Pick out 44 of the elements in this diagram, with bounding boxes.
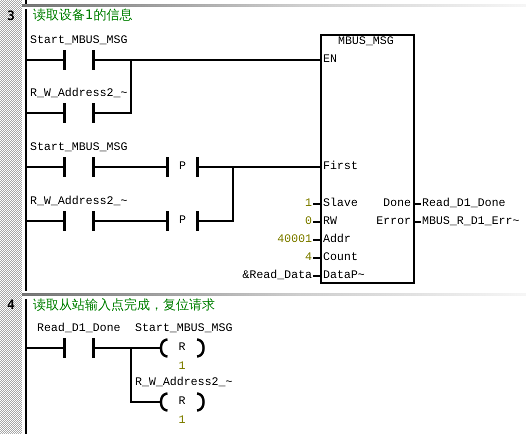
- reset-count: 1: [178, 414, 186, 428]
- wire: [27, 112, 30, 114]
- parameter-value: 1: [305, 197, 312, 211]
- coil-type-label: R: [178, 395, 186, 409]
- output-operand: MBUS_R_D1_Err~: [422, 215, 520, 229]
- pin-label: Done: [383, 197, 411, 211]
- pin-label: Addr: [323, 233, 351, 247]
- reset-count: 1: [178, 360, 186, 374]
- transition-label: P: [179, 214, 186, 228]
- network-comment: 读取设备1的信息: [33, 8, 132, 24]
- operand-label: Read_D1_Done: [37, 322, 120, 336]
- function-block: [320, 34, 415, 284]
- operand-label: R_W_Address2_~: [30, 195, 128, 209]
- pin-label: First: [323, 160, 358, 174]
- coil-type-label: R: [178, 341, 186, 355]
- network-number: 4: [7, 298, 15, 314]
- pin-label: DataP~: [323, 269, 365, 283]
- wire: [27, 59, 30, 61]
- wire: [27, 166, 30, 168]
- operand-label: Start_MBUS_MSG: [30, 141, 128, 155]
- wire: [27, 347, 30, 349]
- network-comment: 读取从站输入点完成，复位请求: [33, 298, 215, 314]
- parameter-value: 4: [305, 251, 312, 265]
- block-title: MBUS_MSG: [338, 35, 394, 49]
- pin-label: Slave: [323, 197, 358, 211]
- wire: [199, 166, 320, 222]
- parameter-value: 0: [305, 215, 312, 229]
- output-operand: Read_D1_Done: [422, 197, 506, 211]
- operand-label: Start_MBUS_MSG: [135, 322, 232, 336]
- pin-label: Error: [376, 215, 411, 229]
- pin-label: RW: [323, 215, 337, 229]
- pin-label: EN: [323, 53, 337, 67]
- parameter-value: &Read_Data: [242, 269, 312, 283]
- operand-label: R_W_Address2_~: [135, 376, 232, 390]
- parameter-value: 40001: [277, 233, 312, 247]
- transition-label: P: [179, 160, 186, 174]
- operand-label: Start_MBUS_MSG: [30, 34, 128, 48]
- operand-label: R_W_Address2_~: [30, 87, 128, 101]
- pin-label: Count: [323, 251, 358, 265]
- wire: [128, 347, 134, 403]
- network-number: 3: [7, 9, 15, 25]
- wire: [128, 166, 166, 168]
- wire: [27, 220, 30, 222]
- wire: [128, 220, 166, 222]
